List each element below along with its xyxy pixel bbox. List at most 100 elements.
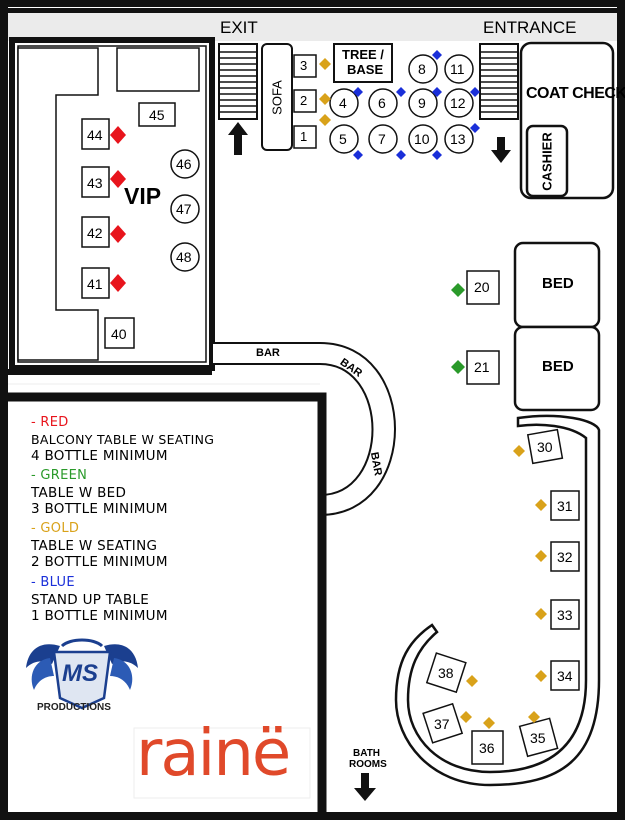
legend-red-min: 4 BOTTLE MINIMUM (31, 448, 168, 464)
tree-base-label-1: TREE / (342, 47, 384, 62)
legend-gold-desc: TABLE W SEATING (31, 538, 158, 554)
tree-base-label-2: BASE (347, 62, 384, 77)
blue-diamond-icon (396, 87, 406, 97)
table-label-36: 36 (479, 740, 495, 756)
gold-diamond-icon (535, 608, 547, 620)
legend-blue-title: - BLUE (31, 575, 75, 590)
cashier-label: CASHIER (539, 132, 555, 191)
legend-blue-min: 1 BOTTLE MINIMUM (31, 608, 168, 624)
table-48[interactable] (170, 242, 200, 272)
gold-diamond-icon (319, 114, 331, 126)
table-label-33: 33 (557, 607, 573, 623)
table-32[interactable] (550, 541, 580, 572)
table-3[interactable] (293, 54, 317, 78)
red-markers (110, 126, 126, 292)
table-label-31: 31 (557, 498, 573, 514)
gold-diamond-icon (319, 58, 331, 70)
blue-diamond-icon (432, 87, 442, 97)
table-34[interactable] (550, 660, 580, 691)
gold-markers (319, 58, 547, 729)
table-label-11: 11 (450, 61, 465, 77)
gold-diamond-icon (513, 445, 525, 457)
table-label-10: 10 (414, 131, 430, 147)
table-13[interactable] (444, 124, 474, 154)
table-40[interactable] (104, 317, 135, 349)
table-33[interactable] (550, 599, 580, 630)
table-46[interactable] (170, 149, 200, 179)
table-label-42: 42 (87, 225, 103, 241)
table-label-34: 34 (557, 668, 573, 684)
bar-label-1: BAR (256, 347, 280, 359)
ms-logo-text: MS (62, 660, 98, 687)
legend-green-desc: TABLE W BED (31, 485, 127, 501)
table-label-40: 40 (111, 326, 127, 342)
table-8[interactable] (408, 54, 438, 84)
table-label-37: 37 (434, 716, 450, 732)
table-37[interactable] (422, 702, 464, 744)
table-label-6: 6 (378, 95, 386, 111)
table-label-32: 32 (557, 549, 573, 565)
green-markers (451, 283, 465, 374)
table-20[interactable] (466, 270, 500, 305)
blue-diamond-icon (432, 50, 442, 60)
gold-diamond-icon (483, 717, 495, 729)
table-label-38: 38 (438, 665, 454, 681)
bathrooms-label-2: ROOMS (349, 759, 387, 770)
blue-diamond-icon (353, 150, 363, 160)
table-41[interactable] (81, 267, 110, 299)
gold-diamond-icon (535, 670, 547, 682)
exit-stairs (218, 43, 258, 120)
table-36[interactable] (471, 730, 504, 765)
table-9[interactable] (408, 88, 438, 118)
cashier-booth (525, 124, 569, 198)
legend-blue-desc: STAND UP TABLE (31, 592, 150, 608)
table-label-21: 21 (474, 359, 490, 375)
table-30[interactable] (526, 428, 564, 465)
table-43[interactable] (81, 166, 110, 198)
table-12[interactable] (444, 88, 474, 118)
table-label-13: 13 (450, 131, 466, 147)
table-label-8: 8 (418, 61, 426, 77)
table-label-12: 12 (450, 95, 466, 111)
table-7[interactable] (368, 124, 398, 154)
vip-bench (17, 47, 99, 361)
table-label-41: 41 (87, 276, 103, 292)
table-1[interactable] (293, 125, 317, 149)
table-45[interactable] (138, 102, 176, 127)
table-label-9: 9 (418, 95, 426, 111)
gold-diamond-icon (319, 93, 331, 105)
table-44[interactable] (81, 118, 110, 150)
productions-logo-text: PRODUCTIONS (37, 702, 111, 713)
blue-diamond-icon (470, 87, 480, 97)
table-38[interactable] (425, 652, 467, 694)
table-10[interactable] (408, 124, 438, 154)
green-diamond-icon (451, 360, 465, 374)
legend-wall (8, 392, 327, 812)
green-diamond-icon (451, 283, 465, 297)
gold-diamond-icon (535, 550, 547, 562)
gold-diamond-icon (466, 675, 478, 687)
table-47[interactable] (170, 194, 200, 224)
table-31[interactable] (550, 490, 580, 521)
entrance-stairs (479, 43, 519, 120)
table-6[interactable] (368, 88, 398, 118)
table-label-44: 44 (87, 127, 103, 143)
gold-diamond-icon (535, 499, 547, 511)
table-5[interactable] (329, 124, 359, 154)
legend-gold-title: - GOLD (31, 521, 80, 536)
table-label-2: 2 (300, 93, 308, 108)
table-4[interactable] (329, 88, 359, 118)
gold-diamond-icon (528, 711, 540, 723)
table-2[interactable] (293, 89, 317, 113)
table-42[interactable] (81, 216, 110, 248)
bed-label-lower: BED (542, 358, 574, 375)
table-21[interactable] (466, 350, 500, 385)
table-label-47: 47 (176, 201, 192, 217)
table-label-48: 48 (176, 249, 192, 265)
raine-logo-box (133, 727, 311, 799)
legend-green-min: 3 BOTTLE MINIMUM (31, 501, 168, 517)
top-wall (8, 8, 617, 41)
table-label-30: 30 (537, 439, 553, 455)
blue-diamond-icon (353, 87, 363, 97)
table-11[interactable] (444, 54, 474, 84)
